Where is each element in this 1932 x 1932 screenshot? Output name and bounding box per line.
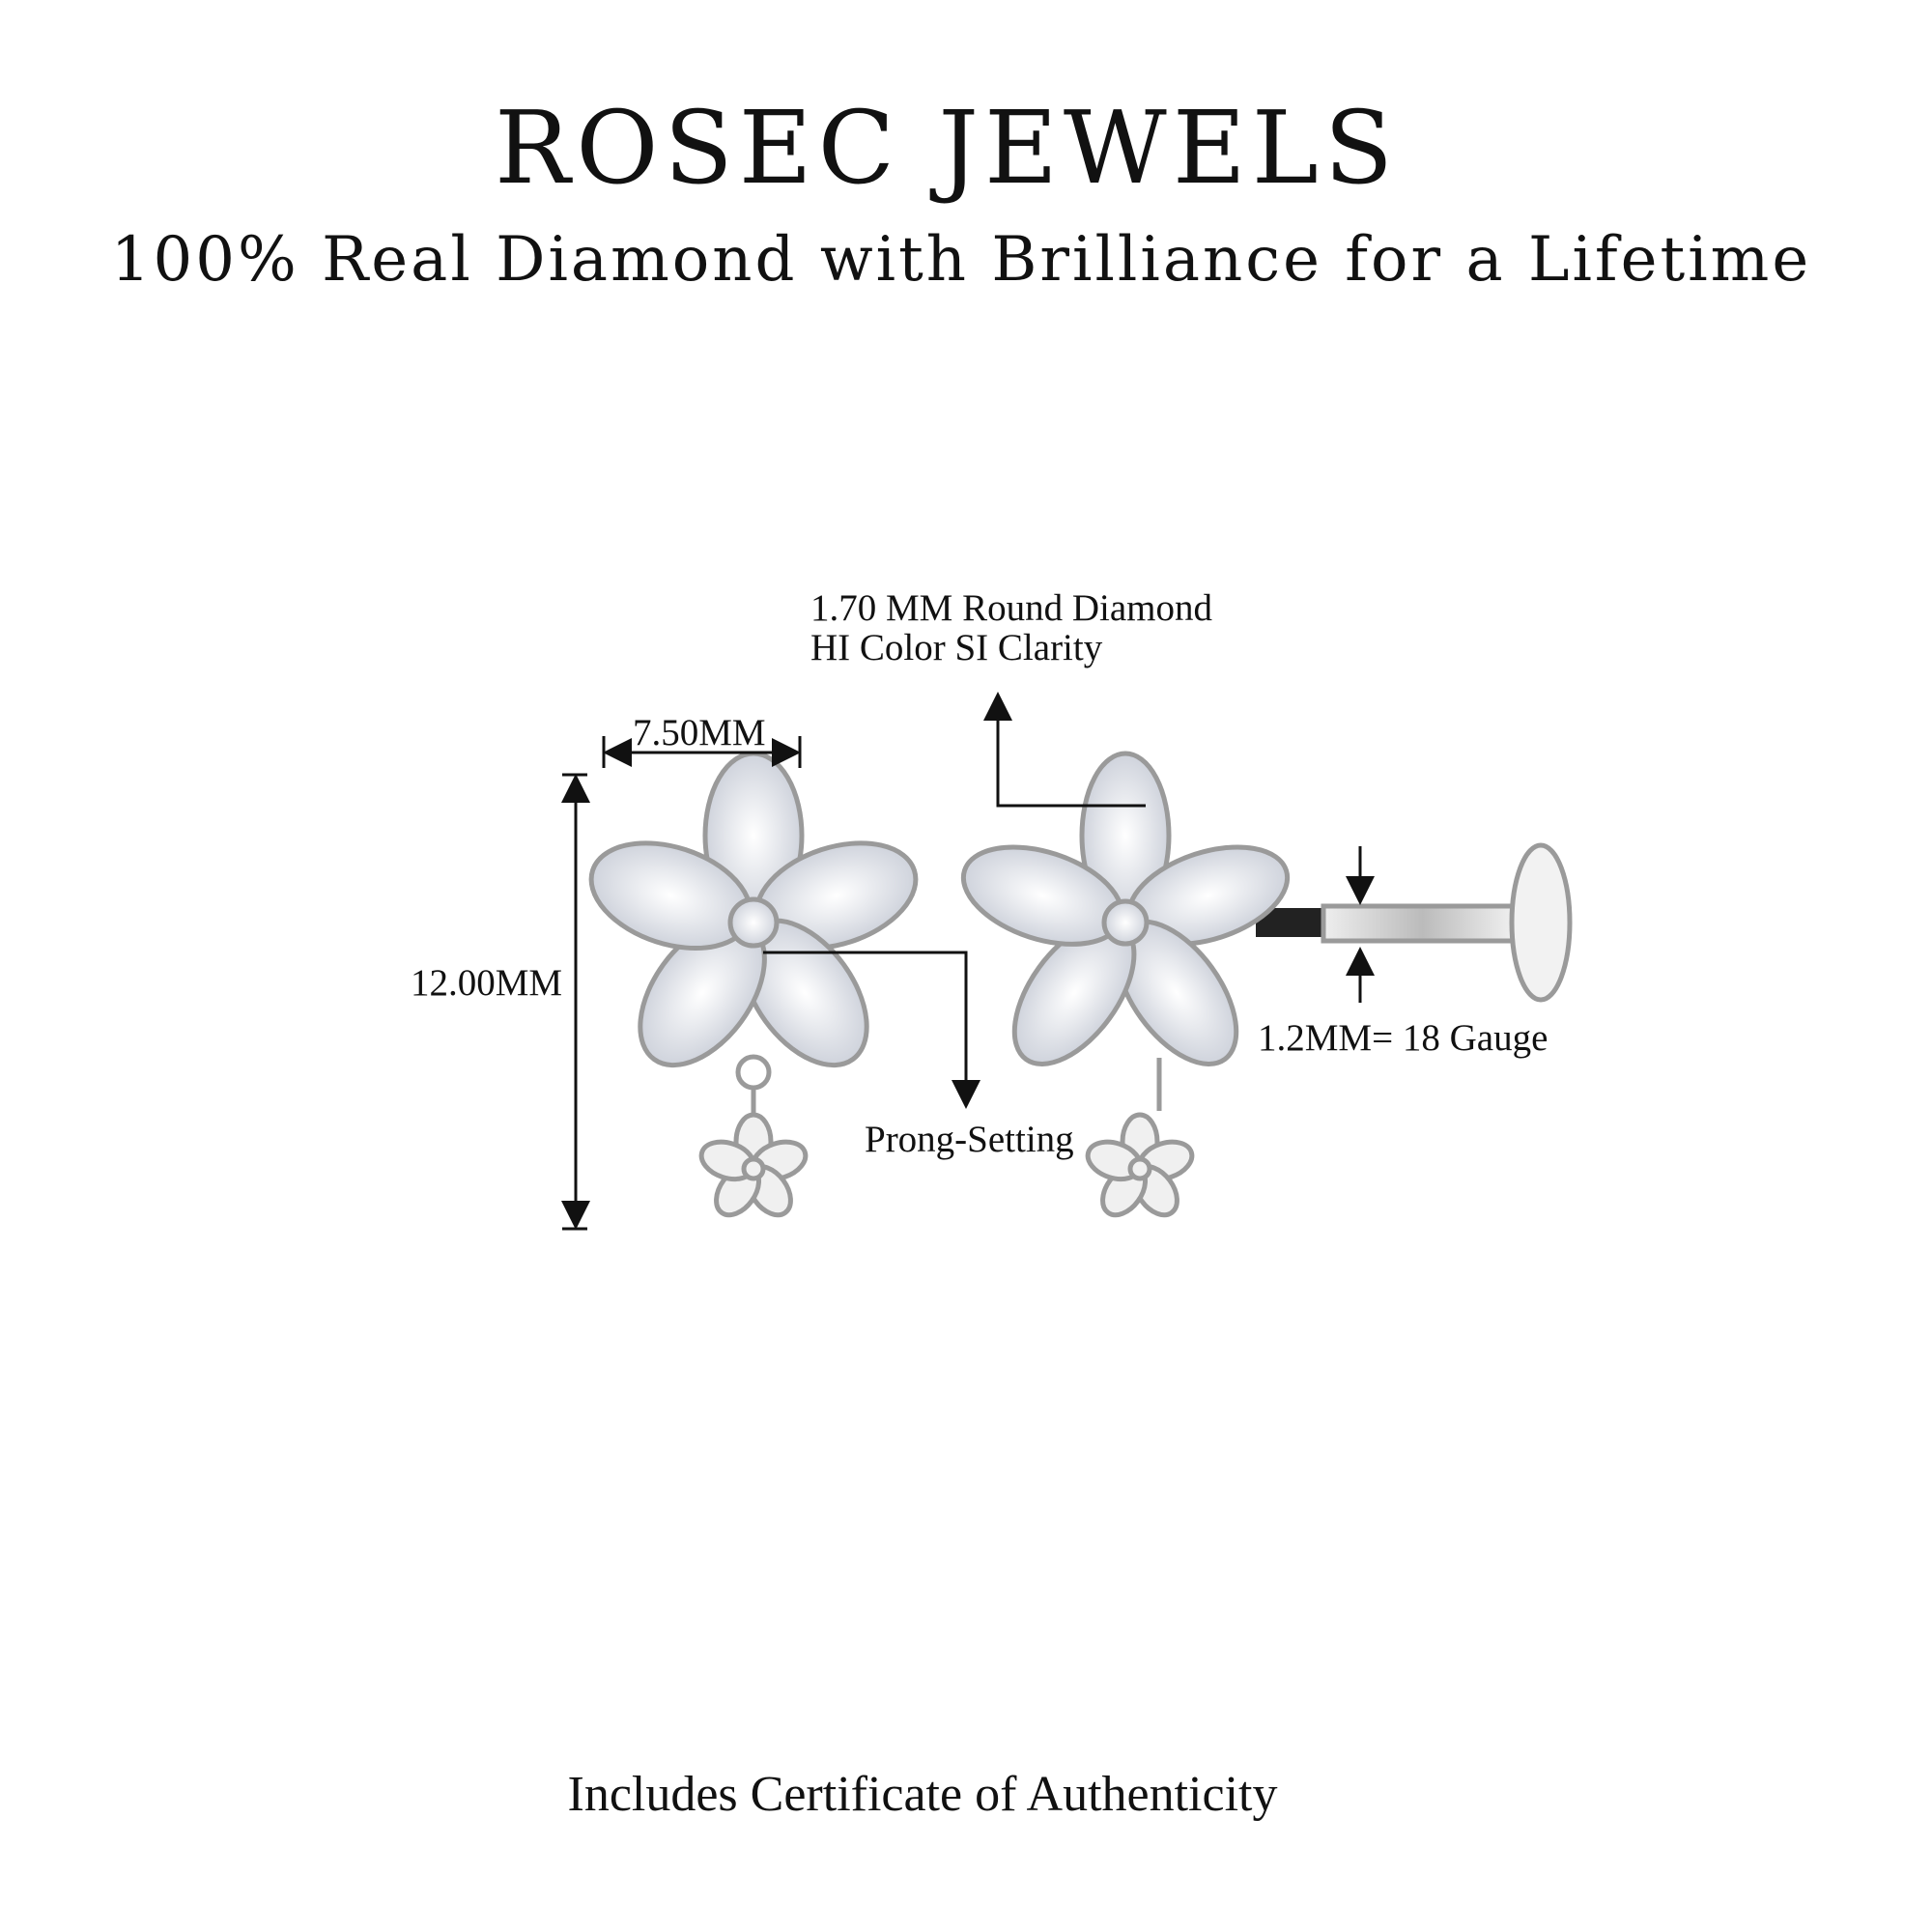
stone-quality-label: HI Color SI Clarity bbox=[810, 627, 1103, 668]
earring-side-view bbox=[960, 751, 1573, 1218]
brand-title: ROSEC JEWELS bbox=[494, 89, 1400, 207]
certificate-note: Includes Certificate of Authenticity bbox=[567, 1767, 1278, 1822]
stone-pointer-arrow bbox=[983, 692, 1146, 808]
prong-pointer-arrow bbox=[763, 951, 980, 1109]
setting-label: Prong-Setting bbox=[865, 1119, 1074, 1160]
earring-front-view bbox=[588, 751, 919, 1218]
gauge-label: 1.2MM= 18 Gauge bbox=[1258, 1017, 1548, 1059]
dimension-lines bbox=[561, 692, 1375, 1231]
stone-size-label: 1.70 MM Round Diamond bbox=[810, 587, 1213, 629]
tagline: 100% Real Diamond with Brilliance for a … bbox=[110, 224, 1812, 296]
height-label: 12.00MM bbox=[411, 962, 563, 1004]
width-label: 7.50MM bbox=[633, 712, 766, 753]
